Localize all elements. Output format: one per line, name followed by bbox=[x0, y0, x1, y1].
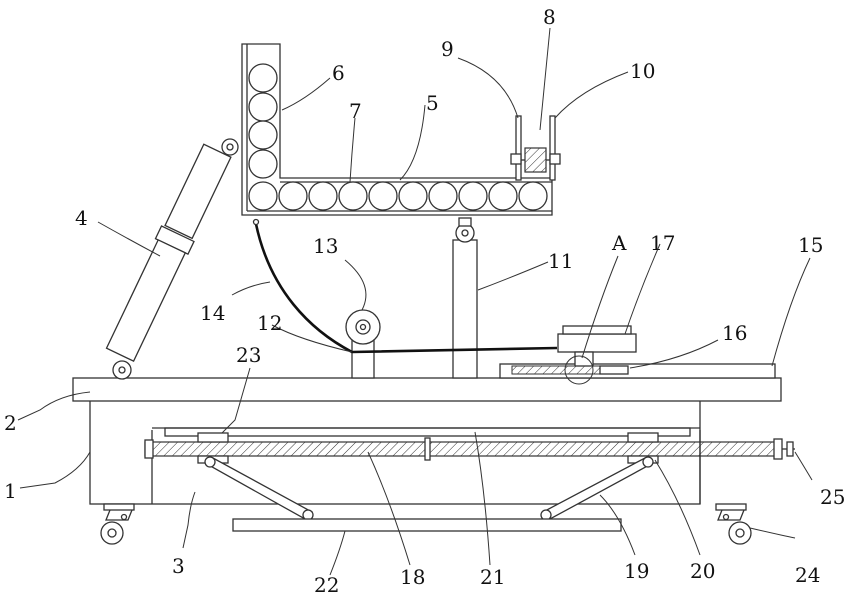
callout-20: 20 bbox=[690, 559, 715, 583]
callout-22: 22 bbox=[314, 573, 339, 597]
roller bbox=[249, 150, 277, 178]
slider-block-right bbox=[628, 433, 658, 442]
roller bbox=[309, 182, 337, 210]
callout-17: 17 bbox=[650, 231, 675, 255]
callout-13: 13 bbox=[313, 234, 338, 258]
callout-23: 23 bbox=[236, 343, 261, 367]
roller bbox=[249, 64, 277, 92]
callout-A: A bbox=[611, 231, 627, 255]
callout-8: 8 bbox=[543, 5, 556, 29]
roller bbox=[249, 93, 277, 121]
callout-5: 5 bbox=[426, 91, 439, 115]
roller bbox=[279, 182, 307, 210]
roller bbox=[489, 182, 517, 210]
callout-24: 24 bbox=[795, 563, 820, 587]
hydraulic-cylinder bbox=[104, 139, 238, 379]
callout-19: 19 bbox=[624, 559, 649, 583]
callout-2: 2 bbox=[4, 411, 17, 435]
roller bbox=[459, 182, 487, 210]
callout-1: 1 bbox=[4, 479, 17, 503]
table-top bbox=[73, 378, 781, 401]
callout-25: 25 bbox=[820, 485, 845, 509]
callout-15: 15 bbox=[798, 233, 823, 257]
callout-21: 21 bbox=[480, 565, 505, 589]
clamp-head bbox=[511, 116, 560, 180]
callout-9: 9 bbox=[441, 37, 454, 61]
roller bbox=[399, 182, 427, 210]
callout-7: 7 bbox=[349, 99, 362, 123]
screw-rod-16 bbox=[512, 366, 600, 374]
support-column bbox=[453, 218, 477, 378]
slide-rail bbox=[165, 428, 690, 436]
callout-18: 18 bbox=[400, 565, 425, 589]
callout-14: 14 bbox=[200, 301, 225, 325]
callout-11: 11 bbox=[548, 249, 573, 273]
callout-12: 12 bbox=[257, 311, 282, 335]
roller bbox=[429, 182, 457, 210]
caster-left bbox=[101, 504, 134, 544]
callout-3: 3 bbox=[172, 554, 185, 578]
cable bbox=[256, 224, 557, 352]
callout-10: 10 bbox=[630, 59, 655, 83]
caster-right bbox=[716, 504, 751, 544]
callout-6: 6 bbox=[332, 61, 345, 85]
roller bbox=[249, 182, 277, 210]
roller bbox=[249, 121, 277, 149]
slider-block-left bbox=[198, 433, 228, 442]
roller bbox=[369, 182, 397, 210]
callout-4: 4 bbox=[75, 206, 88, 230]
roller bbox=[519, 182, 547, 210]
roller bbox=[339, 182, 367, 210]
callout-16: 16 bbox=[722, 321, 747, 345]
pulley bbox=[346, 310, 380, 378]
lifting-plate bbox=[233, 519, 621, 531]
